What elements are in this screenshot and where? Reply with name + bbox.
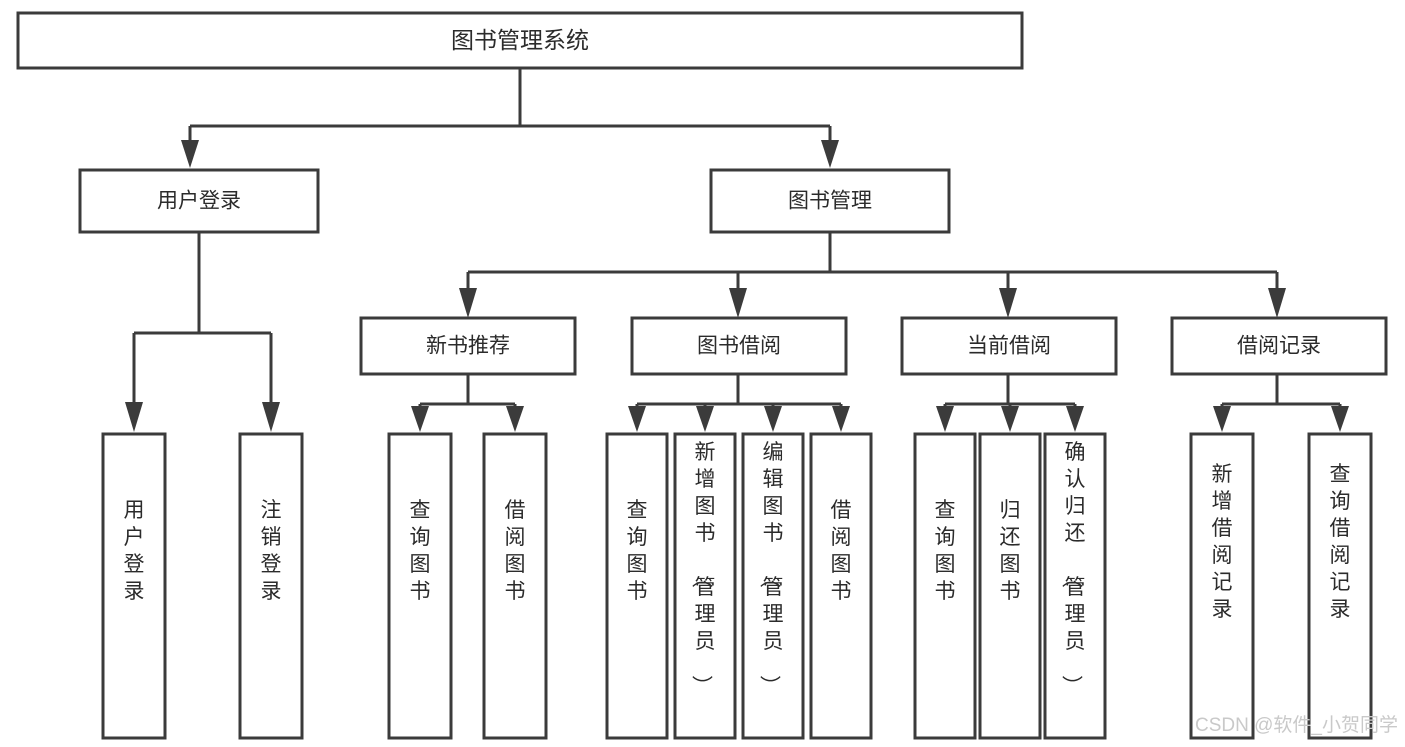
csdn-watermark: CSDN @软件_小贺同学: [1195, 714, 1398, 736]
connector-layer: [125, 68, 1349, 432]
leaf-query-book-nb-label: 查询图书: [410, 499, 431, 603]
leaf-query-book-cb-label: 查询图书: [935, 499, 956, 603]
arrowhead-user-login: [181, 140, 199, 168]
leaf-add-book-label: 新增图书（管理员）: [690, 441, 716, 696]
user-login-node-box[interactable]: [78, 168, 320, 234]
new-book-recommend-node-box[interactable]: [359, 316, 577, 376]
leaf-add-record-box[interactable]: [1189, 432, 1255, 740]
leaf-node-user-login[interactable]: 用户登录: [101, 432, 167, 740]
leaf-return-book-box[interactable]: [978, 432, 1042, 740]
node-root-book-management-system[interactable]: 图书管理系统: [16, 11, 1024, 70]
leaf-borrow-book-bb-label: 借阅图书: [831, 499, 852, 603]
current-borrow-node-box[interactable]: [900, 316, 1118, 376]
leaf-query-book-cb-box[interactable]: [913, 432, 977, 740]
leaf-node-query-book-recommend[interactable]: 查询图书: [387, 432, 453, 740]
borrow-record-node-box[interactable]: [1170, 316, 1388, 376]
node-new-book-recommend[interactable]: 新书推荐: [359, 316, 577, 376]
current-borrow-node-label: 当前借阅: [967, 335, 1051, 358]
root-node-box[interactable]: [16, 11, 1024, 70]
leaf-node-logout[interactable]: 注销登录: [238, 432, 304, 740]
leaf-add-book-box[interactable]: [673, 432, 737, 740]
leaf-query-book-bb-label: 查询图书: [627, 499, 648, 603]
leaf-node-borrow-book-recommend[interactable]: 借阅图书: [482, 432, 548, 740]
leaf-query-book-nb-box[interactable]: [387, 432, 453, 740]
node-book-management[interactable]: 图书管理: [709, 168, 951, 234]
arrowhead-leaf-borrow-book-nb: [506, 406, 524, 432]
arrowhead-new-book-recommend: [459, 288, 477, 318]
node-user-login[interactable]: 用户登录: [78, 168, 320, 234]
arrowhead-leaf-user-login: [125, 402, 143, 432]
leaf-edit-book-label: 编辑图书（管理员）: [758, 441, 784, 696]
book-management-node-box[interactable]: [709, 168, 951, 234]
arrowhead-leaf-logout: [262, 402, 280, 432]
borrow-record-node-label: 借阅记录: [1237, 335, 1321, 358]
leaf-query-book-bb-box[interactable]: [605, 432, 669, 740]
leaf-node-add-borrow-record[interactable]: 新增借阅记录: [1189, 432, 1255, 740]
node-current-borrow[interactable]: 当前借阅: [900, 316, 1118, 376]
arrowhead-leaf-query-record: [1331, 406, 1349, 432]
arrowhead-leaf-edit-book: [764, 406, 782, 432]
leaf-confirm-return-box[interactable]: [1043, 432, 1107, 740]
arrowhead-book-borrow: [729, 288, 747, 318]
node-borrow-record[interactable]: 借阅记录: [1170, 316, 1388, 376]
leaf-confirm-return-label: 确认归还（管理员）: [1060, 441, 1086, 696]
leaf-node-query-borrow-record[interactable]: 查询借阅记录: [1307, 432, 1373, 740]
arrowhead-borrow-record: [1268, 288, 1286, 318]
leaf-node-borrow-book-borrow[interactable]: 借阅图书: [809, 432, 873, 740]
leaf-logout-box[interactable]: [238, 432, 304, 740]
arrowhead-leaf-query-book-bb: [628, 406, 646, 432]
arrowhead-leaf-borrow-book-bb: [832, 406, 850, 432]
book-management-node-label: 图书管理: [788, 190, 872, 213]
leaf-node-query-book-current[interactable]: 查询图书: [913, 432, 977, 740]
book-borrow-node-box[interactable]: [630, 316, 848, 376]
arrowhead-leaf-confirm-return: [1066, 406, 1084, 432]
new-book-recommend-node-label: 新书推荐: [426, 335, 510, 358]
root-node-label: 图书管理系统: [451, 27, 589, 53]
arrowhead-leaf-add-record: [1213, 406, 1231, 432]
leaf-query-record-box[interactable]: [1307, 432, 1373, 740]
arrowhead-current-borrow: [999, 288, 1017, 318]
arrowhead-leaf-query-book-nb: [411, 406, 429, 432]
leaf-user-login-label: 用户登录: [124, 499, 145, 603]
arrowhead-leaf-return-book: [1001, 406, 1019, 432]
leaf-borrow-book-bb-box[interactable]: [809, 432, 873, 740]
leaf-edit-book-box[interactable]: [741, 432, 805, 740]
leaf-return-book-label: 归还图书: [1000, 499, 1021, 603]
leaf-borrow-book-nb-label: 借阅图书: [505, 499, 526, 603]
leaf-node-add-book[interactable]: 新增图书（管理员）: [673, 432, 737, 740]
leaf-user-login-box[interactable]: [101, 432, 167, 740]
leaf-query-record-label: 查询借阅记录: [1330, 463, 1351, 621]
node-book-borrow[interactable]: 图书借阅: [630, 316, 848, 376]
book-borrow-node-label: 图书借阅: [697, 335, 781, 358]
leaf-node-confirm-return[interactable]: 确认归还（管理员）: [1043, 432, 1107, 740]
leaf-node-return-book[interactable]: 归还图书: [978, 432, 1042, 740]
arrowhead-book-mgmt: [821, 140, 839, 168]
arrowhead-leaf-query-book-cb: [936, 406, 954, 432]
leaf-node-query-book-borrow[interactable]: 查询图书: [605, 432, 669, 740]
leaf-logout-label: 注销登录: [261, 499, 282, 603]
arrowhead-leaf-add-book: [696, 406, 714, 432]
leaf-borrow-book-nb-box[interactable]: [482, 432, 548, 740]
leaf-add-record-label: 新增借阅记录: [1212, 463, 1233, 621]
user-login-node-label: 用户登录: [157, 190, 241, 213]
leaf-node-edit-book[interactable]: 编辑图书（管理员）: [741, 432, 805, 740]
